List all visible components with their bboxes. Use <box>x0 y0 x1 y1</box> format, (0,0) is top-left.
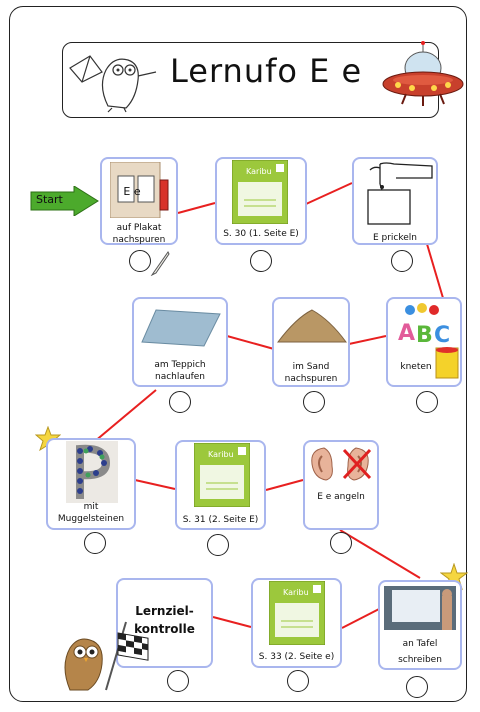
station-label-poster: auf Plakat nachspuren <box>112 223 166 245</box>
checkbox-circle-carpet[interactable] <box>169 391 191 413</box>
play-dough-icon: A B C <box>398 303 459 379</box>
page-title: Lernufo E e <box>170 52 363 90</box>
owl-flag-icon <box>64 621 149 691</box>
checkbox-circle-board[interactable] <box>406 676 428 698</box>
station-label-board: an Tafel schreiben <box>398 639 442 665</box>
checkbox-circle-fishing[interactable] <box>330 532 352 554</box>
book-cover-icon: Karibu <box>269 581 325 645</box>
owl-reading-icon <box>69 55 157 113</box>
book-cover-icon: Karibu <box>232 160 288 224</box>
checkbox-circle-sand[interactable] <box>303 391 325 413</box>
poster-letters: E e <box>123 185 141 198</box>
station-label-pebbles: mit Muggelsteinen <box>57 502 125 524</box>
checkbox-circle-book-31[interactable] <box>207 534 229 556</box>
pebble-letter-icon <box>66 441 118 503</box>
ears-icon <box>311 447 372 481</box>
blackboard-photo-icon <box>384 586 456 630</box>
station-label-sand: im Sand nachspuren <box>284 362 338 384</box>
prick-pen-icon <box>367 162 433 225</box>
checkbox-circle-assessment[interactable] <box>167 670 189 692</box>
ufo-icon <box>382 41 464 106</box>
book-cover-icon: Karibu <box>194 443 250 507</box>
station-label-book-30: S. 30 (1. Seite E) <box>223 229 299 239</box>
station-label-book-31: S. 31 (2. Seite E) <box>182 515 259 525</box>
pencil-icon <box>150 251 170 276</box>
svg-text:A: A <box>398 321 415 346</box>
checkbox-circle-book-30[interactable] <box>250 250 272 272</box>
poster-image-icon <box>110 162 169 218</box>
svg-text:B: B <box>416 323 433 348</box>
sand-pile-icon <box>276 309 347 343</box>
station-card-prickeln[interactable] <box>352 157 438 245</box>
svg-text:Karibu: Karibu <box>208 450 234 459</box>
station-label-assessment: Lernziel- kontrolle <box>134 604 195 636</box>
checkbox-circle-pebbles[interactable] <box>84 532 106 554</box>
page-frame <box>9 6 467 702</box>
svg-text:Karibu: Karibu <box>246 167 272 176</box>
station-label-fishing: E e angeln <box>317 492 365 502</box>
start-arrow-icon <box>30 186 99 216</box>
station-label-prickeln: E prickeln <box>372 233 418 243</box>
checkbox-circle-poster[interactable] <box>129 250 151 272</box>
carpet-icon <box>141 309 221 347</box>
checkbox-circle-book-33[interactable] <box>287 670 309 692</box>
station-label-carpet: am Teppich nachlaufen <box>154 360 206 382</box>
station-label-knead: kneten <box>400 362 432 372</box>
start-label: Start <box>36 193 63 206</box>
svg-text:Karibu: Karibu <box>283 588 309 597</box>
checkbox-circle-knead[interactable] <box>416 391 438 413</box>
svg-text:C: C <box>434 323 450 348</box>
checkbox-circle-prickeln[interactable] <box>391 250 413 272</box>
station-label-book-33: S. 33 (2. Seite e) <box>258 652 335 662</box>
